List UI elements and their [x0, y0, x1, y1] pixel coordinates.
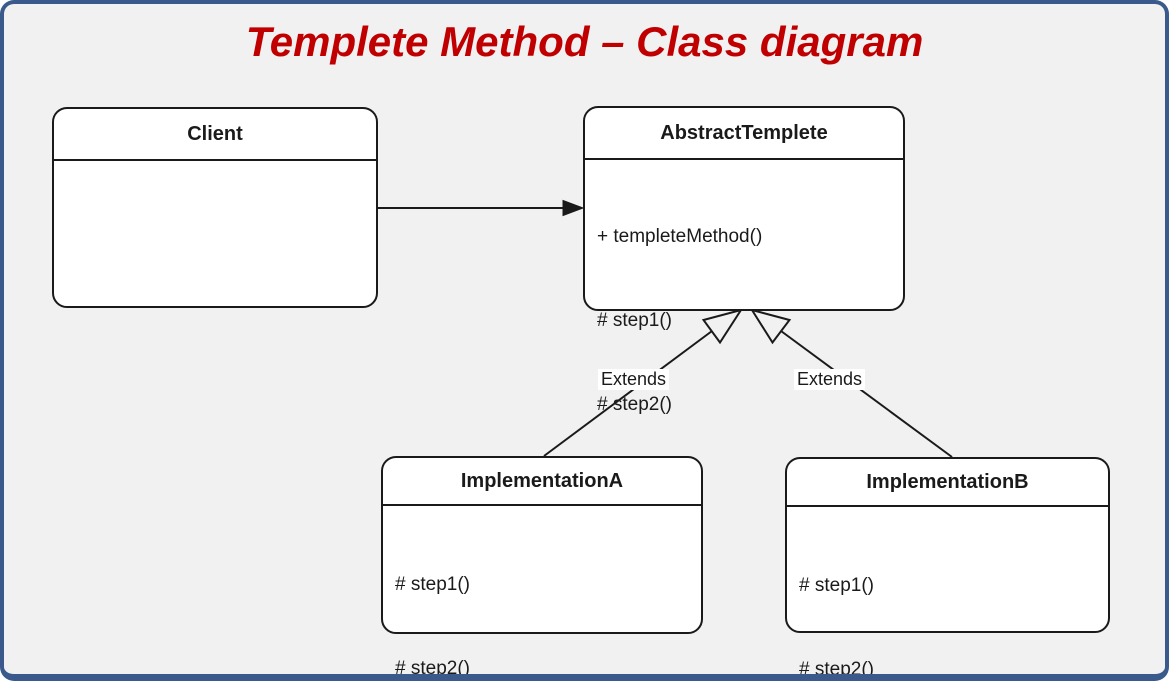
extends-label-right: Extends [794, 369, 866, 390]
class-box-implementation-b: ImplementationB # step1() # step2() # st… [785, 457, 1110, 674]
class-members-implementation-a: # step1() # step2() # step3() [383, 506, 701, 679]
method-templete-method: + templeteMethod() [597, 226, 763, 247]
extends-label-left: Extends [598, 369, 670, 390]
class-name-implementation-b: ImplementationB [787, 459, 1108, 507]
class-box-implementation-a: ImplementationA # step1() # step2() # st… [381, 456, 703, 674]
method-step1: # step1() [597, 310, 672, 331]
method-step1: # step1() [395, 574, 470, 595]
class-name-client: Client [54, 109, 376, 161]
class-name-implementation-a: ImplementationA [383, 458, 701, 506]
method-step1: # step1() [799, 575, 874, 596]
class-box-abstract-templete: AbstractTemplete + templeteMethod() # st… [583, 106, 905, 499]
method-step2: # step2() [597, 394, 672, 415]
diagram-title: Templete Method – Class diagram [245, 18, 924, 65]
class-members-client [54, 161, 376, 175]
class-name-abstract-templete: AbstractTemplete [585, 108, 903, 160]
association-arrowhead-icon [562, 199, 585, 217]
method-step2: # step2() [395, 658, 470, 679]
class-box-client: Client [52, 107, 378, 308]
method-step2: # step2() [799, 659, 874, 680]
class-members-implementation-b: # step1() # step2() # step3() [787, 507, 1108, 680]
